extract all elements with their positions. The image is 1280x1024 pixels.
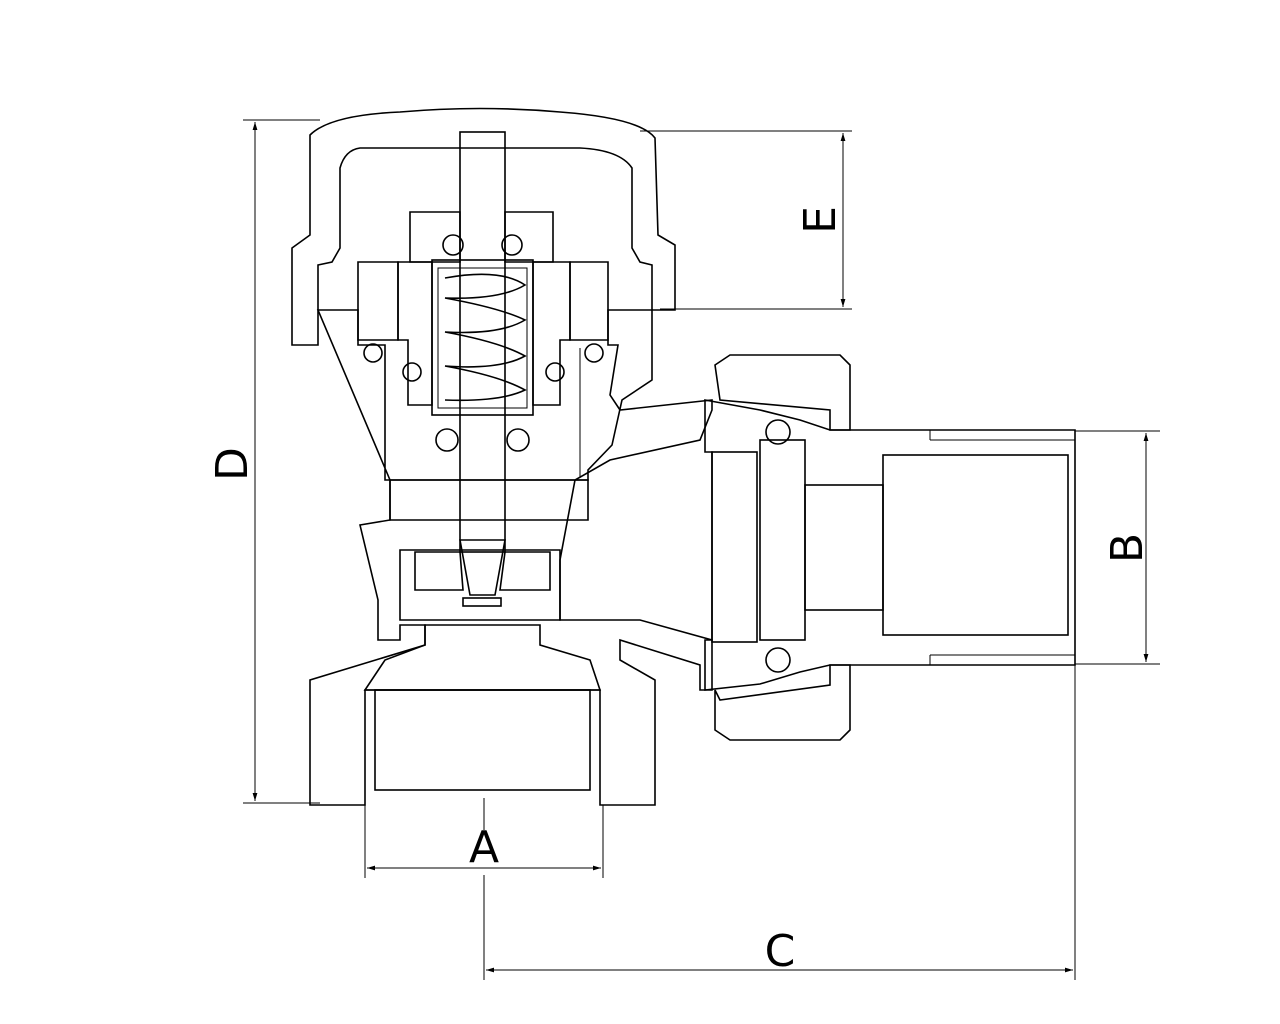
handle-cap	[291, 107, 676, 346]
dimension-lines	[243, 119, 1160, 980]
dimension-label-c: C	[765, 926, 796, 977]
o-rings	[363, 234, 791, 673]
valve-stem	[459, 131, 506, 607]
valve-body	[309, 309, 713, 806]
dimension-label-e: E	[795, 206, 846, 234]
dimension-label-a: A	[469, 822, 499, 873]
union-nut	[714, 354, 851, 741]
spring	[431, 259, 534, 416]
tailpiece	[704, 399, 1076, 691]
bonnet-gland	[357, 211, 609, 406]
dimension-label-d: D	[207, 447, 258, 481]
dimension-label-b: B	[1102, 533, 1153, 563]
